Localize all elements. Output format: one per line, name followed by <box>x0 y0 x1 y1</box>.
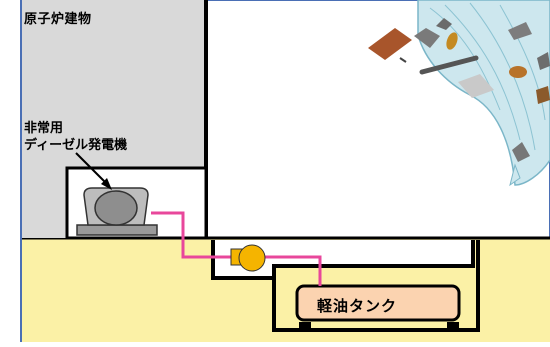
tank-label: 軽油タンク <box>317 297 398 315</box>
pump-pit <box>211 240 475 280</box>
pump-icon <box>230 244 266 272</box>
tank <box>295 284 461 328</box>
generator-label-line1: 非常用 <box>24 121 64 136</box>
generator-pointer-arrow <box>75 152 112 190</box>
tank-vault <box>272 240 480 332</box>
debris-icon <box>368 18 550 162</box>
fuel-pipe <box>151 211 322 286</box>
generator-icon <box>76 187 158 236</box>
generator-label-line2: ディーゼル発電機 <box>24 138 128 153</box>
building-label: 原子炉建物 <box>24 12 92 27</box>
